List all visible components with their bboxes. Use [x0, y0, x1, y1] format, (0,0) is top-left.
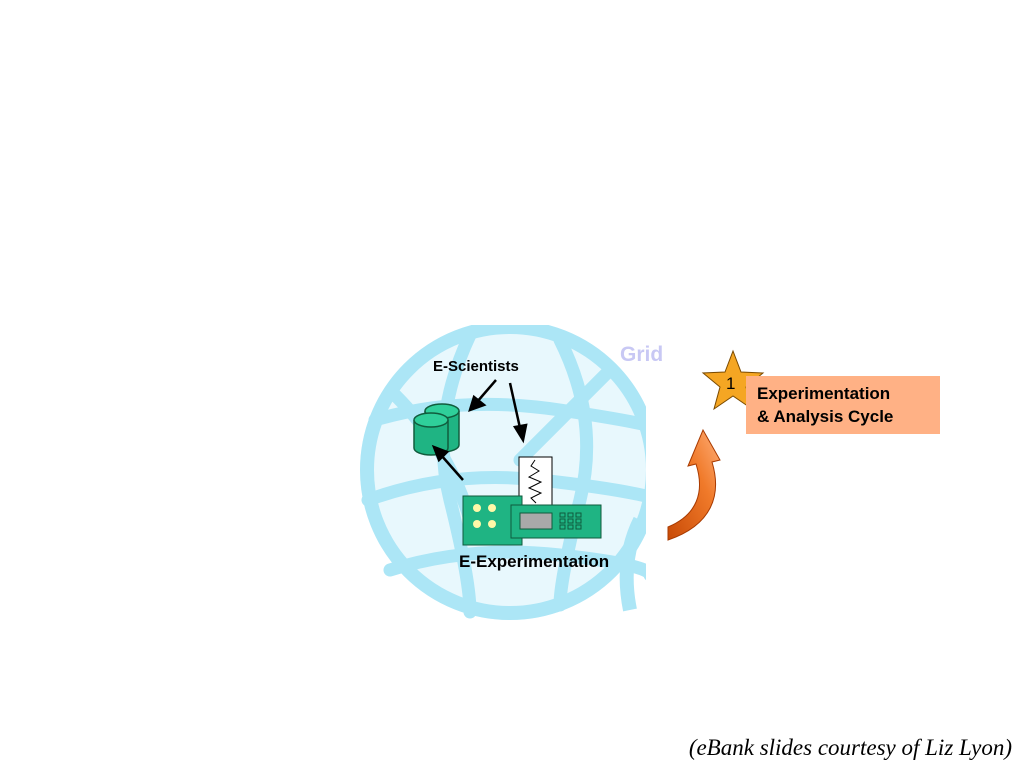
e-experimentation-label: E-Experimentation	[459, 552, 610, 571]
cycle-label-line2: & Analysis Cycle	[757, 407, 894, 426]
chart-printout-icon	[518, 456, 553, 508]
cycle-label-line1: Experimentation	[757, 384, 891, 403]
credit-text: (eBank slides courtesy of Liz Lyon)	[688, 735, 1012, 760]
grid-globe-icon	[360, 325, 646, 620]
e-scientists-label: E-Scientists	[433, 358, 519, 375]
cycle-label-box	[746, 376, 940, 434]
lab-equipment-icon	[462, 495, 602, 546]
grid-label: Grid	[620, 343, 664, 366]
cycle-step-number: 1	[726, 374, 736, 393]
scientists-arrows	[431, 379, 528, 481]
cycle-arrow-icon	[667, 428, 721, 541]
